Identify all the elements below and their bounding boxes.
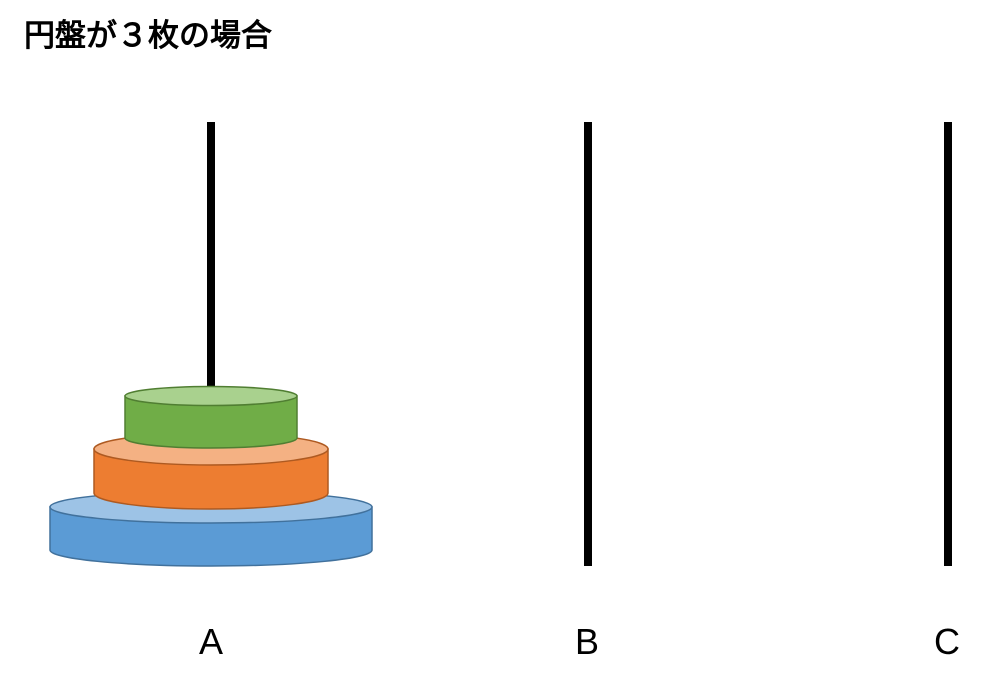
disk-large-side (49, 506, 373, 567)
peg-c (944, 122, 952, 566)
disk-medium-side (93, 448, 329, 510)
peg-a (207, 122, 215, 390)
peg-label-c: C (934, 621, 960, 662)
diagram-title: 円盤が３枚の場合 (24, 18, 272, 54)
peg-b (584, 122, 592, 566)
disk-small-side (124, 395, 298, 449)
disk-small (124, 385, 298, 449)
peg-label-a: A (199, 621, 223, 662)
peg-label-b: B (575, 621, 599, 662)
disk-small-top (124, 385, 298, 407)
